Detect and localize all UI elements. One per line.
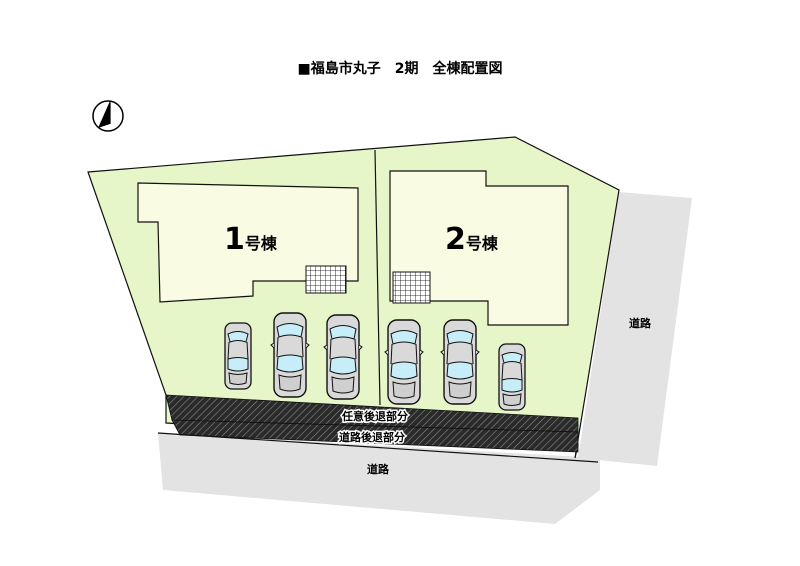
road-setback-label: 道路後退部分 xyxy=(339,430,405,444)
building-2-suffix: 号棟 xyxy=(466,234,499,253)
lot-divider xyxy=(374,149,381,406)
car-icon xyxy=(323,314,363,400)
building-2-label: 2号棟 xyxy=(445,222,499,257)
building-1-number: 1 xyxy=(224,222,245,257)
north-arrow-icon xyxy=(92,100,124,132)
building-1-deck-icon xyxy=(305,265,347,294)
side-road-label: 道路 xyxy=(629,316,652,330)
building-1-suffix: 号棟 xyxy=(245,234,278,253)
car-icon xyxy=(384,319,424,405)
car-icon xyxy=(498,343,526,411)
building-2-deck-icon xyxy=(392,271,431,304)
road-setback-strip xyxy=(171,419,579,453)
car-icon xyxy=(440,319,480,405)
page-title: ■福島市丸子 2期 全棟配置図 xyxy=(298,60,503,77)
car-icon xyxy=(270,312,310,398)
front-road-label: 道路 xyxy=(367,462,390,476)
optional-setback-label: 任意後退部分 xyxy=(341,409,408,423)
side-road xyxy=(578,192,692,466)
building-2-number: 2 xyxy=(445,222,466,257)
front-road xyxy=(158,433,600,524)
car-icon xyxy=(224,322,252,390)
building-1-label: 1号棟 xyxy=(224,222,278,257)
building-1-footprint xyxy=(137,182,359,303)
